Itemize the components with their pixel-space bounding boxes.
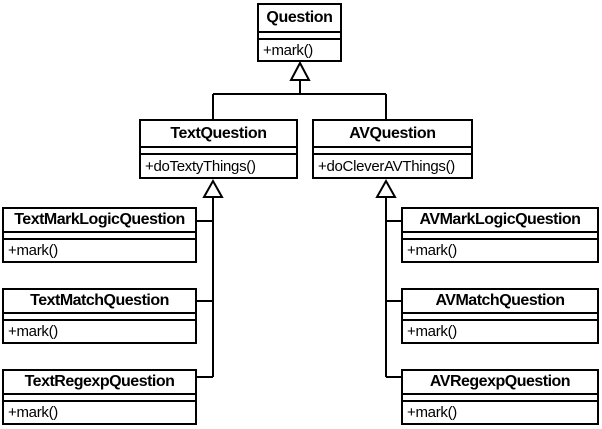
attributes-compartment — [403, 231, 597, 240]
hollow-triangle-icon — [202, 178, 224, 198]
hollow-triangle-icon — [375, 178, 397, 198]
attributes-compartment — [259, 31, 340, 40]
class-textmarklogicquestion: TextMarkLogicQuestion +mark() — [2, 207, 197, 263]
method-label: +mark() — [407, 323, 457, 340]
class-name: TextMarkLogicQuestion — [14, 211, 185, 228]
attributes-compartment — [4, 231, 195, 240]
class-question: Question +mark() — [257, 3, 342, 62]
attributes-compartment — [403, 393, 597, 402]
class-avquestion: AVQuestion +doCleverAVThings() — [312, 119, 473, 179]
class-name: TextMatchQuestion — [30, 292, 169, 309]
generalization-to-textquestion — [196, 178, 224, 378]
class-name: AVMatchQuestion — [435, 292, 565, 309]
attributes-compartment — [4, 312, 195, 321]
method-label: +doTextyThings() — [145, 157, 256, 175]
class-avmarklogicquestion: AVMarkLogicQuestion +mark() — [401, 207, 599, 263]
class-name: TextRegexpQuestion — [24, 373, 175, 390]
method-label: +mark() — [407, 404, 457, 421]
method-label: +mark() — [8, 323, 58, 340]
method-label: +mark() — [407, 242, 457, 259]
generalization-to-question — [212, 60, 387, 120]
method-label: +mark() — [263, 41, 313, 59]
generalization-to-avquestion — [375, 178, 402, 378]
class-name: TextQuestion — [170, 124, 267, 142]
method-label: +doCleverAVThings() — [318, 157, 455, 175]
class-avmatchquestion: AVMatchQuestion +mark() — [401, 288, 599, 344]
class-name: Question — [266, 9, 333, 26]
class-name: AVQuestion — [349, 124, 436, 142]
hollow-triangle-icon — [289, 60, 311, 81]
attributes-compartment — [314, 146, 471, 155]
class-name: AVMarkLogicQuestion — [419, 211, 581, 228]
attributes-compartment — [141, 146, 296, 155]
class-name: AVRegexpQuestion — [429, 373, 571, 390]
class-textquestion: TextQuestion +doTextyThings() — [139, 119, 298, 179]
class-textregexpquestion: TextRegexpQuestion +mark() — [2, 369, 197, 425]
class-textmatchquestion: TextMatchQuestion +mark() — [2, 288, 197, 344]
method-label: +mark() — [8, 242, 58, 259]
attributes-compartment — [403, 312, 597, 321]
class-avregexpquestion: AVRegexpQuestion +mark() — [401, 369, 599, 425]
method-label: +mark() — [8, 404, 58, 421]
attributes-compartment — [4, 393, 195, 402]
